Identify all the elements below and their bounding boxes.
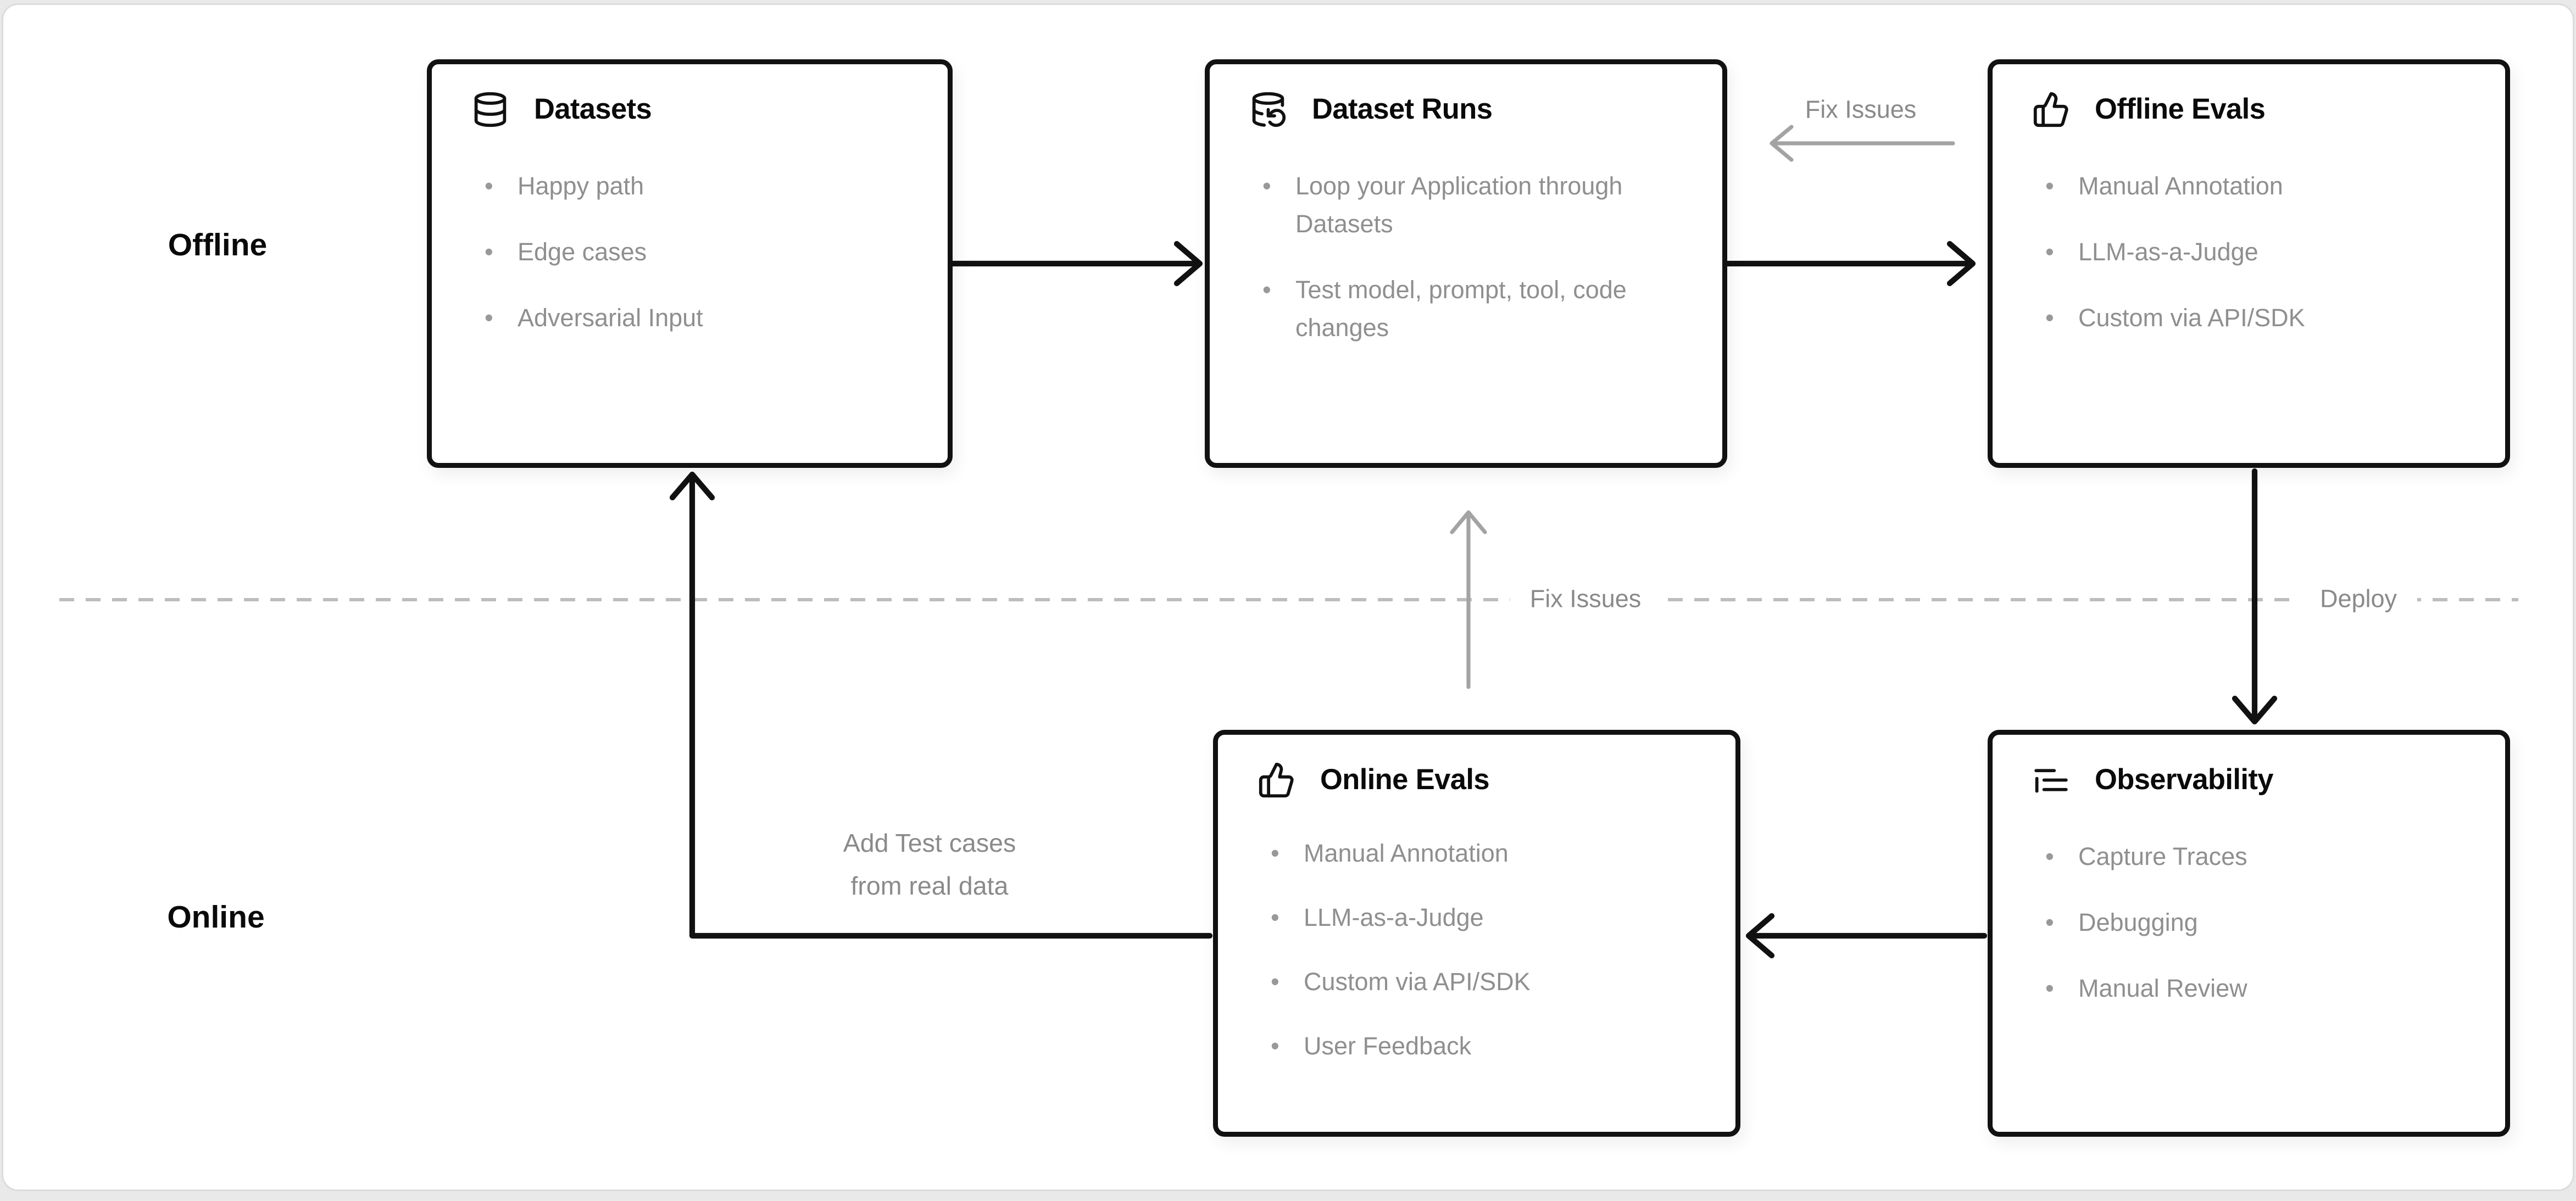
deploy-divider-label: Deploy xyxy=(2300,585,2417,614)
offline-section-label: Offline xyxy=(168,229,268,264)
fix-issues-middle-arrow xyxy=(1450,510,1487,689)
thumbs-up-icon xyxy=(2033,92,2068,127)
online-evals-list: Manual Annotation LLM-as-a-Judge Custom … xyxy=(1258,835,1706,1066)
arrow-online-evals-to-datasets xyxy=(669,471,1213,939)
list-item: Adversarial Input xyxy=(485,300,908,338)
arrow-observability-to-online-evals xyxy=(1745,913,1988,959)
dataset-runs-title: Dataset Runs xyxy=(1312,92,1493,125)
online-evals-title: Online Evals xyxy=(1320,763,1490,796)
fix-issues-top-arrow xyxy=(1770,125,1955,162)
offline-evals-title: Offline Evals xyxy=(2095,92,2266,125)
logs-icon xyxy=(2034,769,2068,793)
dataset-runs-list: Loop your Application through Datasets T… xyxy=(1249,168,1693,348)
list-item: Manual Annotation xyxy=(1271,835,1696,873)
list-item: LLM-as-a-Judge xyxy=(1271,900,1696,937)
list-item: Capture Traces xyxy=(2045,839,2466,876)
list-item: Test model, prompt, tool, code changes xyxy=(1262,272,1683,348)
list-item: Manual Review xyxy=(2045,970,2466,1008)
observability-box: Observability Capture Traces Debugging M… xyxy=(1988,730,2510,1137)
add-test-cases-line2: from real data xyxy=(850,873,1009,901)
list-item: Edge cases xyxy=(485,234,908,272)
database-icon xyxy=(474,92,507,127)
list-item: Custom via API/SDK xyxy=(1271,964,1696,1002)
datasets-box: Datasets Happy path Edge cases Adversari… xyxy=(427,59,953,468)
list-item: Loop your Application through Datasets xyxy=(1262,168,1683,244)
observability-list: Capture Traces Debugging Manual Review xyxy=(2032,839,2475,1008)
arrow-datasets-to-dataset-runs xyxy=(949,241,1203,287)
add-test-cases-label: Add Test cases from real data xyxy=(843,824,1016,909)
list-item: Custom via API/SDK xyxy=(2045,300,2466,338)
offline-evals-box: Offline Evals Manual Annotation LLM-as-a… xyxy=(1988,59,2510,468)
online-section-label: Online xyxy=(167,901,265,936)
observability-title: Observability xyxy=(2095,763,2273,796)
list-item: Happy path xyxy=(485,168,908,206)
list-item: User Feedback xyxy=(1271,1028,1696,1066)
database-backup-icon xyxy=(1252,92,1286,127)
fix-issues-divider-label: Fix Issues xyxy=(1510,585,1661,614)
arrow-dataset-runs-to-offline-evals xyxy=(1724,241,1976,287)
datasets-title: Datasets xyxy=(534,92,652,125)
list-item: Manual Annotation xyxy=(2045,168,2466,206)
thumbs-up-icon xyxy=(1259,762,1294,798)
arrow-offline-evals-to-observability xyxy=(2232,468,2278,725)
list-item: LLM-as-a-Judge xyxy=(2045,234,2466,272)
offline-evals-list: Manual Annotation LLM-as-a-Judge Custom … xyxy=(2032,168,2475,338)
fix-issues-top-label: Fix Issues xyxy=(1805,96,1917,125)
dataset-runs-box: Dataset Runs Loop your Application throu… xyxy=(1205,59,1727,468)
add-test-cases-line1: Add Test cases xyxy=(843,830,1016,858)
list-item: Debugging xyxy=(2045,904,2466,942)
datasets-list: Happy path Edge cases Adversarial Input xyxy=(471,168,918,338)
online-evals-box: Online Evals Manual Annotation LLM-as-a-… xyxy=(1213,730,1740,1137)
